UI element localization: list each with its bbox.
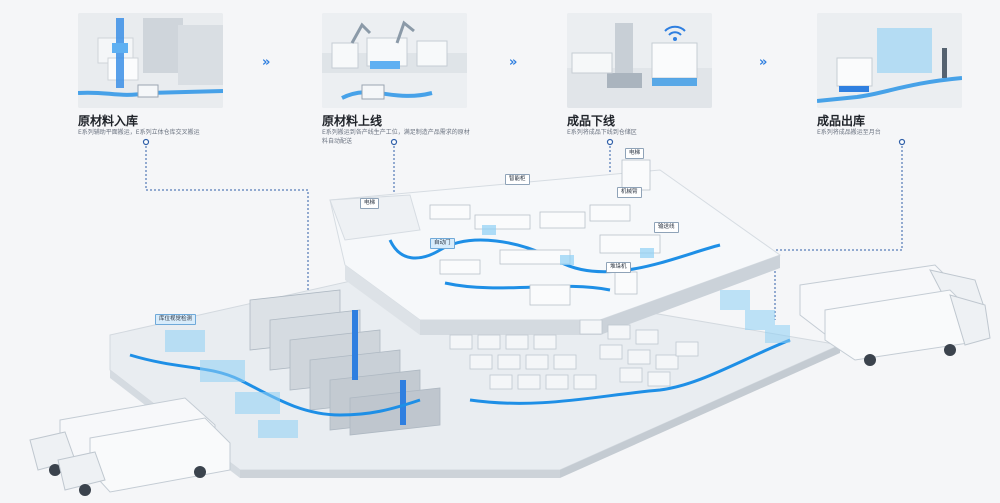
chevron-2-icon: » bbox=[509, 55, 518, 70]
step-1-title: 原材料入库 bbox=[78, 114, 139, 128]
step-4-desc: E系列将成品搬运至月台 bbox=[817, 129, 881, 136]
step-1-desc: E系列辅助平面搬运，E系列立体仓库交叉搬运 bbox=[78, 129, 200, 136]
label-stacker: 堆垛机 bbox=[606, 262, 631, 273]
label-elevator: 电梯 bbox=[360, 198, 380, 209]
thumb-raw-material-online bbox=[322, 13, 467, 108]
step-3-desc: E系列将成品下线到仓储区 bbox=[567, 129, 637, 136]
step-4-title: 成品出库 bbox=[817, 114, 866, 128]
label-cabinet: 智能柜 bbox=[505, 174, 530, 185]
label-conveyor: 输送线 bbox=[654, 222, 679, 233]
right-trucks bbox=[799, 264, 991, 366]
step-3-title: 成品下线 bbox=[567, 114, 616, 128]
label-robot-arm: 机械臂 bbox=[617, 187, 642, 198]
label-auto-door: 自动门 bbox=[430, 238, 455, 249]
storage-pallets bbox=[449, 319, 699, 390]
staging-cells bbox=[165, 290, 790, 438]
label-power: 电梯 bbox=[625, 148, 645, 159]
left-trucks bbox=[29, 397, 231, 496]
step-2-desc: E系列搬运到各产线生产工位，满足制造产品需求的原材料自动配送 bbox=[322, 129, 470, 145]
thumb-raw-material-inbound bbox=[78, 13, 223, 108]
chevron-1-icon: » bbox=[262, 55, 271, 70]
thumb-finished-goods-outbound bbox=[817, 13, 962, 108]
label-storage-wall: 库位视觉检测 bbox=[155, 314, 197, 325]
step-2-title: 原材料上线 bbox=[322, 114, 383, 128]
thumb-finished-goods-offline bbox=[567, 13, 712, 108]
chevron-3-icon: » bbox=[759, 55, 768, 70]
